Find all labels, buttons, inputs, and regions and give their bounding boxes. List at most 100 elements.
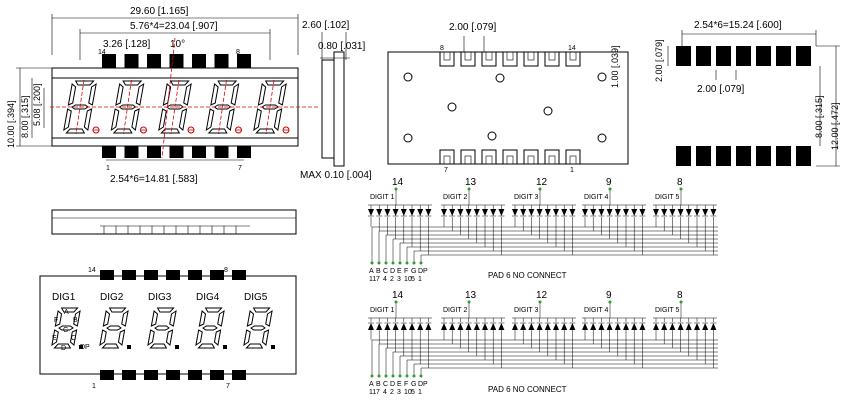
segment xyxy=(102,310,111,327)
led-diode xyxy=(400,323,407,330)
segment xyxy=(202,325,218,331)
footprint-top-pad xyxy=(756,46,771,66)
segment-pin: 7 xyxy=(376,389,380,396)
segment-pin: 10 xyxy=(404,276,412,283)
segment xyxy=(69,329,78,346)
digit-common-pin-label: 14 xyxy=(392,290,404,301)
digit-label: DIGIT 3 xyxy=(514,194,538,201)
front-bottom-pin xyxy=(102,146,116,158)
led-diode xyxy=(614,209,621,216)
back-view: 2.00 [.079] 1.00 [.039] 8 14 7 1 xyxy=(387,22,629,174)
bf-bottom-pin xyxy=(100,370,114,380)
segment xyxy=(58,325,74,331)
segment-letter: A xyxy=(369,381,374,388)
segment-node xyxy=(370,374,374,378)
bf-pin-14: 14 xyxy=(88,267,96,274)
segment-node xyxy=(391,374,395,378)
footprint-bottom-pad xyxy=(676,146,691,166)
lead-label: 0.80 [.031] xyxy=(318,41,365,52)
led-diode xyxy=(520,209,527,216)
led-diode xyxy=(512,209,518,216)
led-diode xyxy=(553,209,559,216)
footprint-top-pad xyxy=(696,46,711,66)
digit-label: DIGIT 5 xyxy=(655,307,679,314)
led-diode xyxy=(376,209,383,216)
back-bottom-pad xyxy=(523,149,539,165)
led-diode xyxy=(457,323,464,330)
back-bottom-pad-inner xyxy=(548,155,556,165)
segment-node xyxy=(412,374,416,378)
segment xyxy=(154,325,170,331)
segment xyxy=(278,82,287,106)
segment-node xyxy=(412,261,416,265)
segment xyxy=(51,329,59,347)
front-bottom-pin xyxy=(214,146,229,158)
segment xyxy=(264,80,285,86)
bf-decimal-point xyxy=(127,345,131,349)
side-view: 2.60 [.102] 0.80 [.031] MAX 0.10 [.004] xyxy=(300,20,372,181)
digit-common-pin-label: 8 xyxy=(677,177,683,188)
segment-pin: 11 xyxy=(369,276,376,283)
bf-digit xyxy=(195,307,225,349)
bf-top-pin xyxy=(188,270,202,280)
segment xyxy=(112,128,133,134)
segment-letter: D xyxy=(390,268,395,275)
led-diode xyxy=(694,323,700,330)
back-top-pad-inner xyxy=(569,51,577,61)
footprint-bottom-pad xyxy=(696,146,711,166)
led-diode xyxy=(384,209,391,216)
common-node xyxy=(538,300,542,304)
back-top-pad-inner xyxy=(464,51,472,61)
slant-label: 10° xyxy=(170,39,185,50)
seg-offset-label: 3.26 [.128] xyxy=(103,39,150,50)
led-diode xyxy=(528,323,535,330)
back-bottom-pad xyxy=(502,149,518,165)
led-diode xyxy=(661,323,668,330)
footprint-pitch-label: 2.54*6=15.24 [.600] xyxy=(694,20,782,31)
digit-common-pin-label: 12 xyxy=(536,177,548,188)
segment-letter: F xyxy=(404,268,408,275)
bf-decimal-point xyxy=(175,345,179,349)
segment xyxy=(169,80,190,86)
segment xyxy=(273,108,283,131)
segment-letter: B xyxy=(376,381,381,388)
back-top-pad xyxy=(481,51,497,67)
bf-top-pin xyxy=(122,270,136,280)
led-diode xyxy=(368,209,374,216)
segment-letter: B xyxy=(376,268,381,275)
bf-bottom-pin xyxy=(188,370,202,380)
digit-common-pin-label: 9 xyxy=(606,177,612,188)
segment-node xyxy=(405,261,409,265)
digit-label: DIGIT 4 xyxy=(584,307,608,314)
led-diode xyxy=(490,209,497,216)
segment-pin: 2 xyxy=(390,389,394,396)
bf-decimal-point xyxy=(79,345,83,349)
led-diode xyxy=(661,209,668,216)
led-diode xyxy=(614,323,621,330)
segment-letter: C xyxy=(383,381,388,388)
led-diode xyxy=(606,323,613,330)
back-top-pad-inner xyxy=(485,51,493,61)
bf-pin-8: 8 xyxy=(224,267,228,274)
footprint-total-label: 12.00 [.472] xyxy=(830,102,840,150)
led-diode xyxy=(457,209,464,216)
front-digit xyxy=(205,80,240,134)
pin-label-14: 14 xyxy=(98,49,106,56)
led-diode xyxy=(582,209,588,216)
footprint-top-pad xyxy=(716,46,731,66)
pin-pitch-label: 2.54*6=14.81 [.583] xyxy=(110,174,198,185)
segment xyxy=(204,307,223,313)
bf-bottom-pin xyxy=(166,370,180,380)
footprint-top-pad xyxy=(796,46,811,66)
front-top-pin xyxy=(102,54,116,68)
back-bottom-pad xyxy=(544,149,560,165)
segment xyxy=(88,82,97,106)
overall-width-label: 29.60 [1.165] xyxy=(130,6,189,17)
digit-label: DIGIT 3 xyxy=(514,307,538,314)
led-diode xyxy=(409,323,415,330)
led-diode xyxy=(417,323,424,330)
segment-pin: 3 xyxy=(397,276,401,283)
